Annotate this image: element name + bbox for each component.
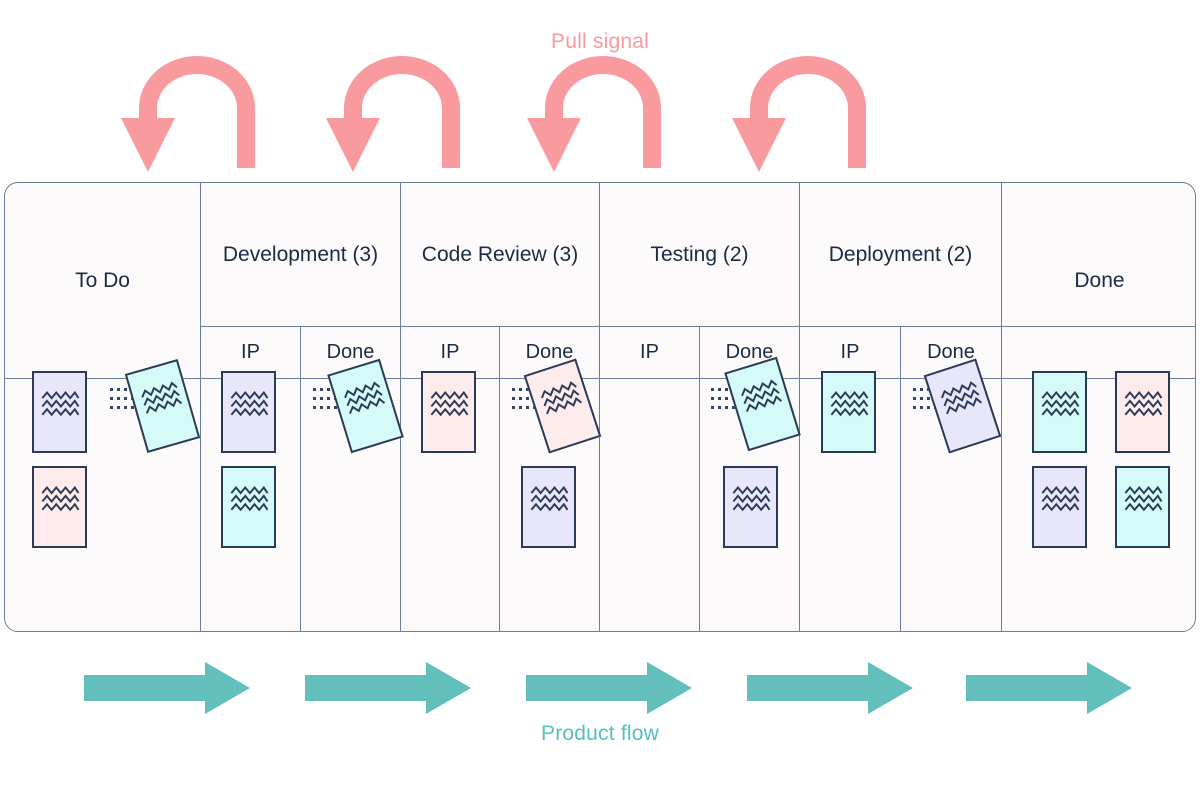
card-todo-moving[interactable] <box>124 359 201 453</box>
pull-signal-arrow-3 <box>527 56 661 172</box>
sub-divider-deployment <box>900 326 902 631</box>
card-done-4[interactable] <box>1115 466 1170 548</box>
card-squiggle-lines <box>741 379 783 413</box>
col-divider-deployment <box>1001 183 1003 631</box>
card-squiggle-lines <box>230 485 269 512</box>
subcolumn-header-testing-done[interactable]: Done <box>725 340 774 363</box>
card-squiggle-lines <box>1124 390 1163 417</box>
header-sub-divider <box>200 326 1195 328</box>
board-grid: To Do Development (3) Code Review (3) Te… <box>5 183 1195 631</box>
pull-signal-arrow-4 <box>732 56 866 172</box>
sub-divider-development <box>300 326 302 631</box>
subcolumn-header-codereview-ip[interactable]: IP <box>440 340 460 363</box>
card-codereview-done-moving[interactable] <box>523 358 602 454</box>
card-done-1[interactable] <box>1032 371 1087 453</box>
card-development-ip-2[interactable] <box>221 466 276 548</box>
column-header-codereview[interactable]: Code Review (3) <box>421 242 579 266</box>
card-squiggle-lines <box>830 390 869 417</box>
card-squiggle-lines <box>230 390 269 417</box>
subcolumn-header-development-done[interactable]: Done <box>326 340 375 363</box>
card-done-2[interactable] <box>1115 371 1170 453</box>
pull-signal-label: Pull signal <box>551 30 649 53</box>
product-flow-arrow-5 <box>966 662 1132 714</box>
card-squiggle-lines <box>940 381 983 415</box>
card-testing-done-1[interactable] <box>723 466 778 548</box>
product-flow-arrow-3 <box>526 662 692 714</box>
kanban-board: To Do Development (3) Code Review (3) Te… <box>4 182 1196 632</box>
column-header-done[interactable]: Done <box>1074 268 1125 292</box>
pull-signal-arrow-1 <box>121 56 255 172</box>
card-codereview-ip-1[interactable] <box>421 371 476 453</box>
card-done-3[interactable] <box>1032 466 1087 548</box>
card-squiggle-lines <box>141 381 183 414</box>
card-squiggle-lines <box>430 390 469 417</box>
column-header-deployment[interactable]: Deployment (2) <box>828 242 973 266</box>
subcolumn-header-codereview-done[interactable]: Done <box>525 340 574 363</box>
product-flow-arrow-4 <box>747 662 913 714</box>
col-divider-testing <box>799 183 801 631</box>
card-squiggle-lines <box>1124 485 1163 512</box>
subcolumn-header-deployment-ip[interactable]: IP <box>840 340 860 363</box>
card-squiggle-lines <box>1041 390 1080 417</box>
card-codereview-done-1[interactable] <box>521 466 576 548</box>
col-divider-codereview <box>599 183 601 631</box>
col-divider-development <box>400 183 402 631</box>
card-todo-1[interactable] <box>32 371 87 453</box>
card-development-done-moving[interactable] <box>327 358 404 454</box>
subcolumn-header-deployment-done[interactable]: Done <box>927 340 975 363</box>
card-todo-2[interactable] <box>32 466 87 548</box>
column-header-testing[interactable]: Testing (2) <box>650 242 749 266</box>
sub-divider-codereview <box>499 326 501 631</box>
card-deployment-done-moving[interactable] <box>923 358 1002 454</box>
column-header-todo[interactable]: To Do <box>75 268 130 292</box>
column-header-development[interactable]: Development (3) <box>222 242 379 266</box>
product-flow-arrow-1 <box>84 662 250 714</box>
pull-signal-arrow-2 <box>326 56 460 172</box>
card-squiggle-lines <box>344 381 386 415</box>
col-divider-todo <box>200 183 202 631</box>
subcolumn-header-testing-ip[interactable]: IP <box>640 340 659 363</box>
card-squiggle-lines <box>732 485 771 512</box>
card-squiggle-lines <box>41 390 80 417</box>
card-squiggle-lines <box>41 485 80 512</box>
card-development-ip-1[interactable] <box>221 371 276 453</box>
card-testing-done-moving[interactable] <box>724 356 801 452</box>
sub-divider-testing <box>699 326 701 631</box>
product-flow-arrow-2 <box>305 662 471 714</box>
product-flow-label: Product flow <box>541 722 659 745</box>
card-squiggle-lines <box>1041 485 1080 512</box>
subcolumn-header-development-ip[interactable]: IP <box>241 340 260 363</box>
card-squiggle-lines <box>530 485 569 512</box>
card-deployment-ip-1[interactable] <box>821 371 876 453</box>
card-squiggle-lines <box>540 381 583 415</box>
